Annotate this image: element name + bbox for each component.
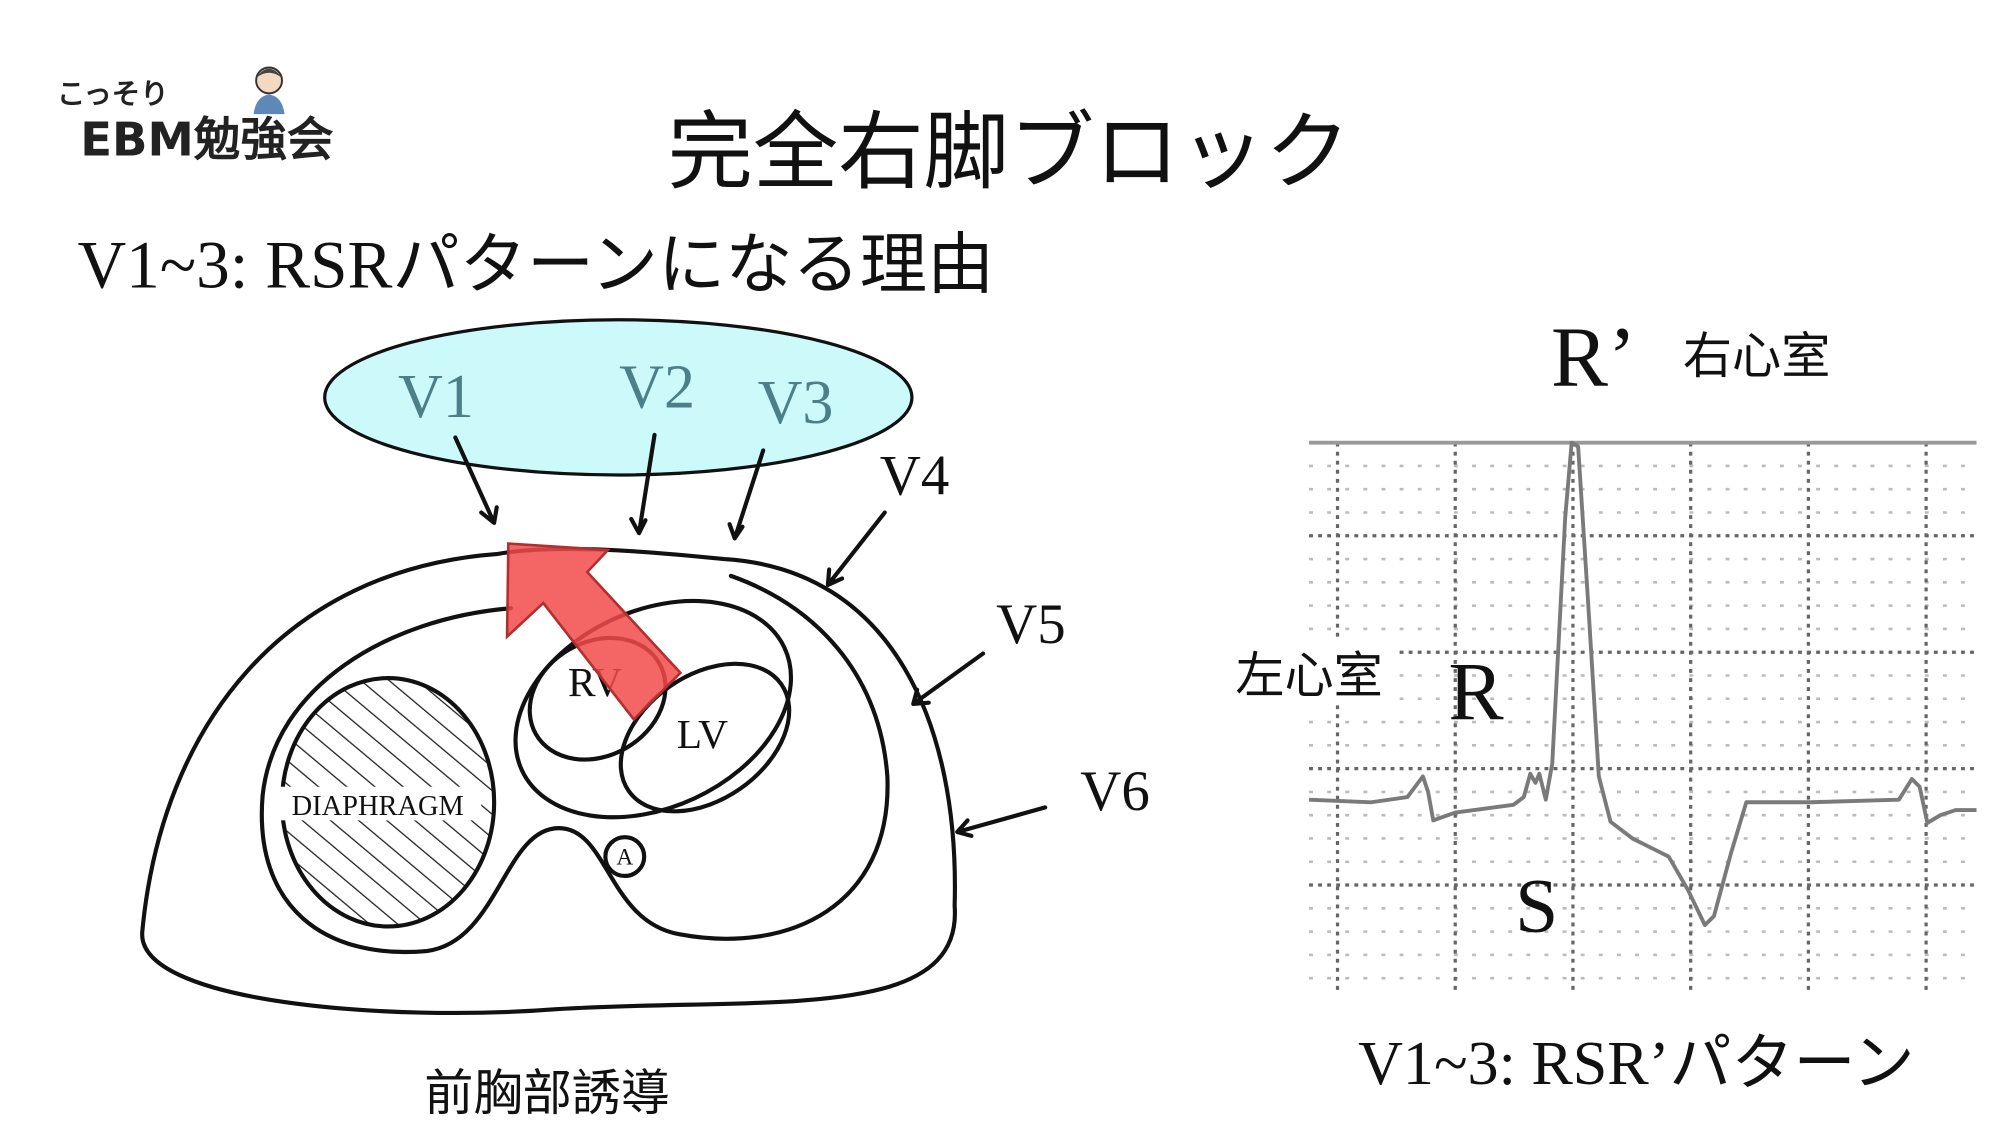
chest-cross-section: V1 V2 V3 V4 V5 V6 DIAPHRAGM RV LV A 前胸部誘… xyxy=(140,318,1150,1122)
lead-v6: V6 xyxy=(1080,760,1150,823)
s-label: S xyxy=(1515,863,1558,949)
lead-v1: V1 xyxy=(398,363,474,431)
depolarization-arrow xyxy=(505,542,683,722)
left-ventricle xyxy=(618,661,792,814)
lead-v4: V4 xyxy=(880,444,950,507)
r-label: R xyxy=(1448,645,1504,737)
logo: こっそり EBM勉強会 xyxy=(57,66,334,166)
lv-label: LV xyxy=(677,711,728,757)
left-ventricle-label: 左心室 xyxy=(1235,646,1382,704)
body-outline xyxy=(140,546,957,1016)
ecg-grid xyxy=(1309,442,1977,990)
right-ventricle-label: 右心室 xyxy=(1683,327,1830,385)
diaphragm-label-bg xyxy=(274,786,482,821)
r-prime-label: R’ xyxy=(1551,311,1636,405)
ecg-strip: R’ 右心室 左心室 R S V1~3: RSR’パターン xyxy=(1222,311,1977,1098)
aorta-label: A xyxy=(616,844,633,870)
page-title: 完全右脚ブロック xyxy=(668,103,1351,202)
lead-bubble xyxy=(323,318,914,477)
lead-v5: V5 xyxy=(996,593,1066,656)
logo-line1: こっそり xyxy=(57,78,169,111)
subtitle: V1~3: RSRパターンになる理由 xyxy=(78,227,995,302)
avatar-icon xyxy=(253,66,285,115)
ecg-caption: V1~3: RSR’パターン xyxy=(1358,1030,1914,1098)
logo-line2: EBM勉強会 xyxy=(80,112,334,166)
aorta xyxy=(603,835,647,879)
label-bg xyxy=(1222,640,1398,706)
lead-arrows xyxy=(453,432,1048,838)
ecg-trace xyxy=(1308,440,1977,928)
diagram-caption: 前胸部誘導 xyxy=(424,1064,670,1122)
lead-v3: V3 xyxy=(758,369,834,437)
lead-v2: V2 xyxy=(619,354,695,422)
diaphragm-label: DIAPHRAGM xyxy=(292,791,464,822)
thoracic-cavity xyxy=(259,573,890,955)
